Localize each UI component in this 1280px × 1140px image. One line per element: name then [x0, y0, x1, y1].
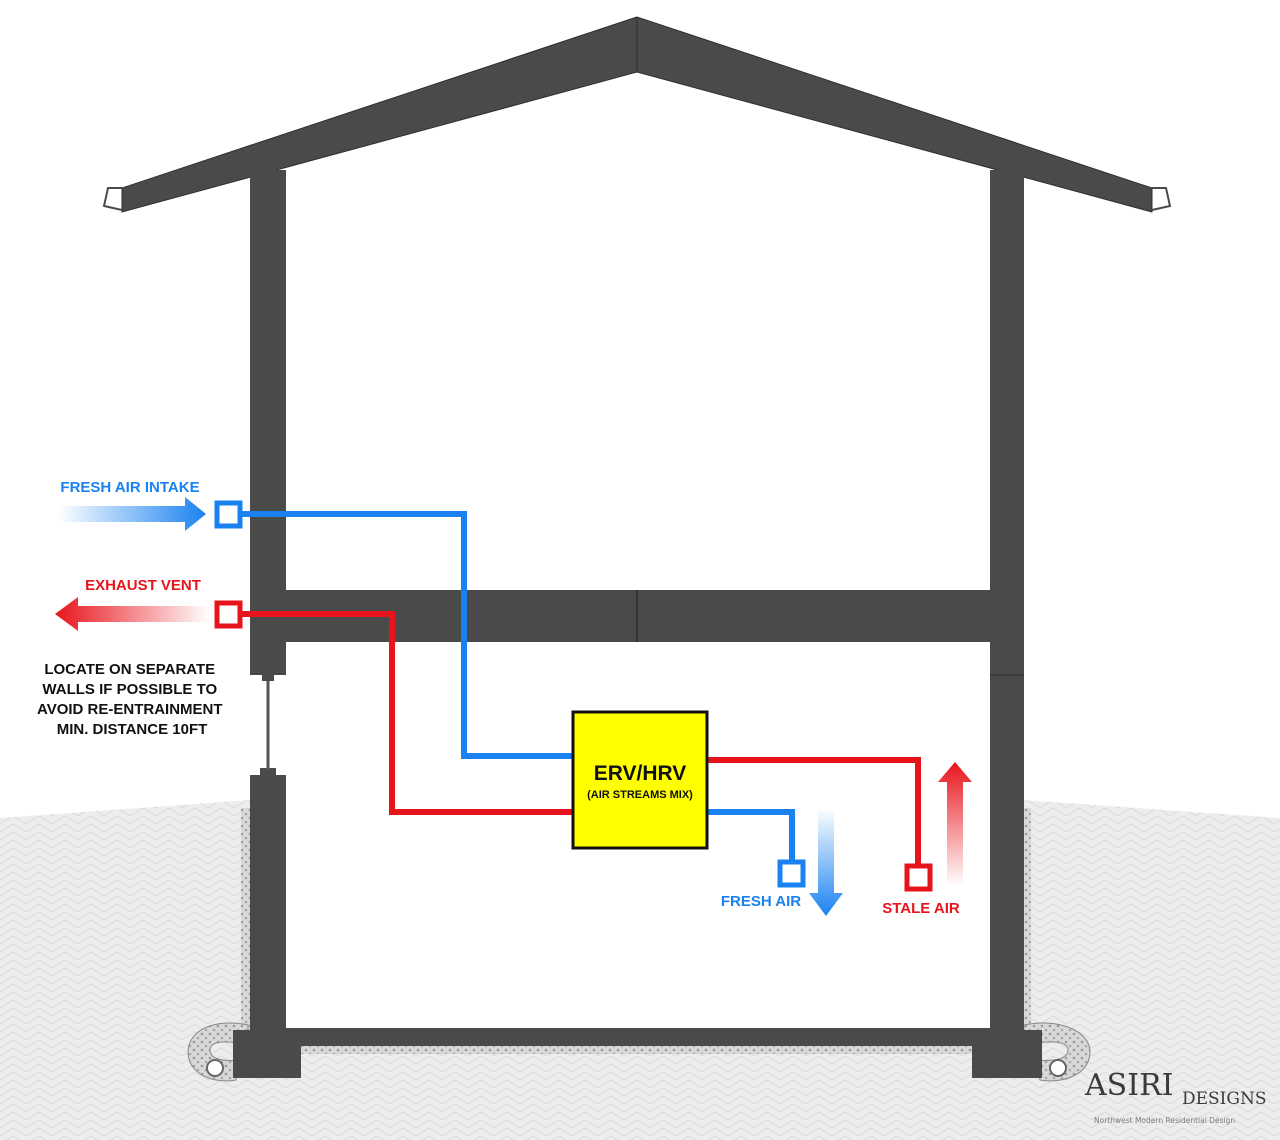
drain-pipe-right — [1049, 1059, 1067, 1077]
stale-air-return-duct — [707, 757, 921, 866]
stale-air-label: STALE AIR — [882, 900, 960, 917]
wall-gravel-right — [1021, 808, 1031, 1038]
wall-gravel-left — [241, 808, 251, 1038]
exhaust-vent-label: EXHAUST VENT — [85, 577, 201, 594]
drain-pipe-left — [206, 1059, 224, 1077]
note-line-3: AVOID RE-ENTRAINMENT — [37, 701, 223, 718]
fresh-air-down-arrow — [809, 808, 843, 916]
note-line-2: WALLS IF POSSIBLE TO — [42, 681, 217, 698]
erv-hrv-title: ERV/HRV — [594, 762, 687, 785]
basement-window-head — [262, 673, 274, 681]
logo-word-designs: DESIGNS — [1182, 1089, 1267, 1109]
logo-word-asiri: ASIRI — [1084, 1068, 1174, 1103]
erv-hrv-subtitle: (AIR STREAMS MIX) — [587, 789, 693, 801]
fresh-air-intake-label: FRESH AIR INTAKE — [60, 479, 199, 496]
exhaust-vent-grille — [214, 600, 243, 629]
gutter-left — [102, 187, 123, 211]
fresh-air-label: FRESH AIR — [721, 893, 801, 910]
ground-left — [0, 800, 250, 1140]
fresh-air-supply-duct — [707, 809, 795, 862]
stale-air-return-grille — [904, 863, 933, 892]
fresh-air-intake-duct — [240, 511, 573, 759]
stale-air-up-arrow — [938, 762, 972, 886]
exhaust-vent-arrow — [55, 597, 210, 631]
logo-tagline: Northwest Modern Residential Design — [1094, 1116, 1235, 1125]
right-lower-wall — [990, 642, 1024, 1045]
fresh-air-supply-grille — [777, 859, 806, 888]
separation-note: LOCATE ON SEPARATE WALLS IF POSSIBLE TO … — [37, 661, 227, 738]
gutter-right — [1151, 187, 1172, 211]
floor-slab — [250, 1028, 1024, 1046]
fresh-air-intake-arrow — [58, 497, 206, 531]
fresh-air-intake-grille — [214, 500, 243, 529]
under-slab-gravel — [286, 1044, 986, 1054]
basement-window-sill — [260, 768, 276, 777]
left-foundation-wall — [250, 775, 286, 1045]
erv-hrv-unit — [571, 710, 709, 850]
note-line-4: MIN. DISTANCE 10FT — [57, 721, 208, 738]
ground-lower-band — [0, 1070, 1280, 1140]
exhaust-duct — [240, 611, 573, 815]
note-line-1: LOCATE ON SEPARATE — [44, 661, 215, 678]
